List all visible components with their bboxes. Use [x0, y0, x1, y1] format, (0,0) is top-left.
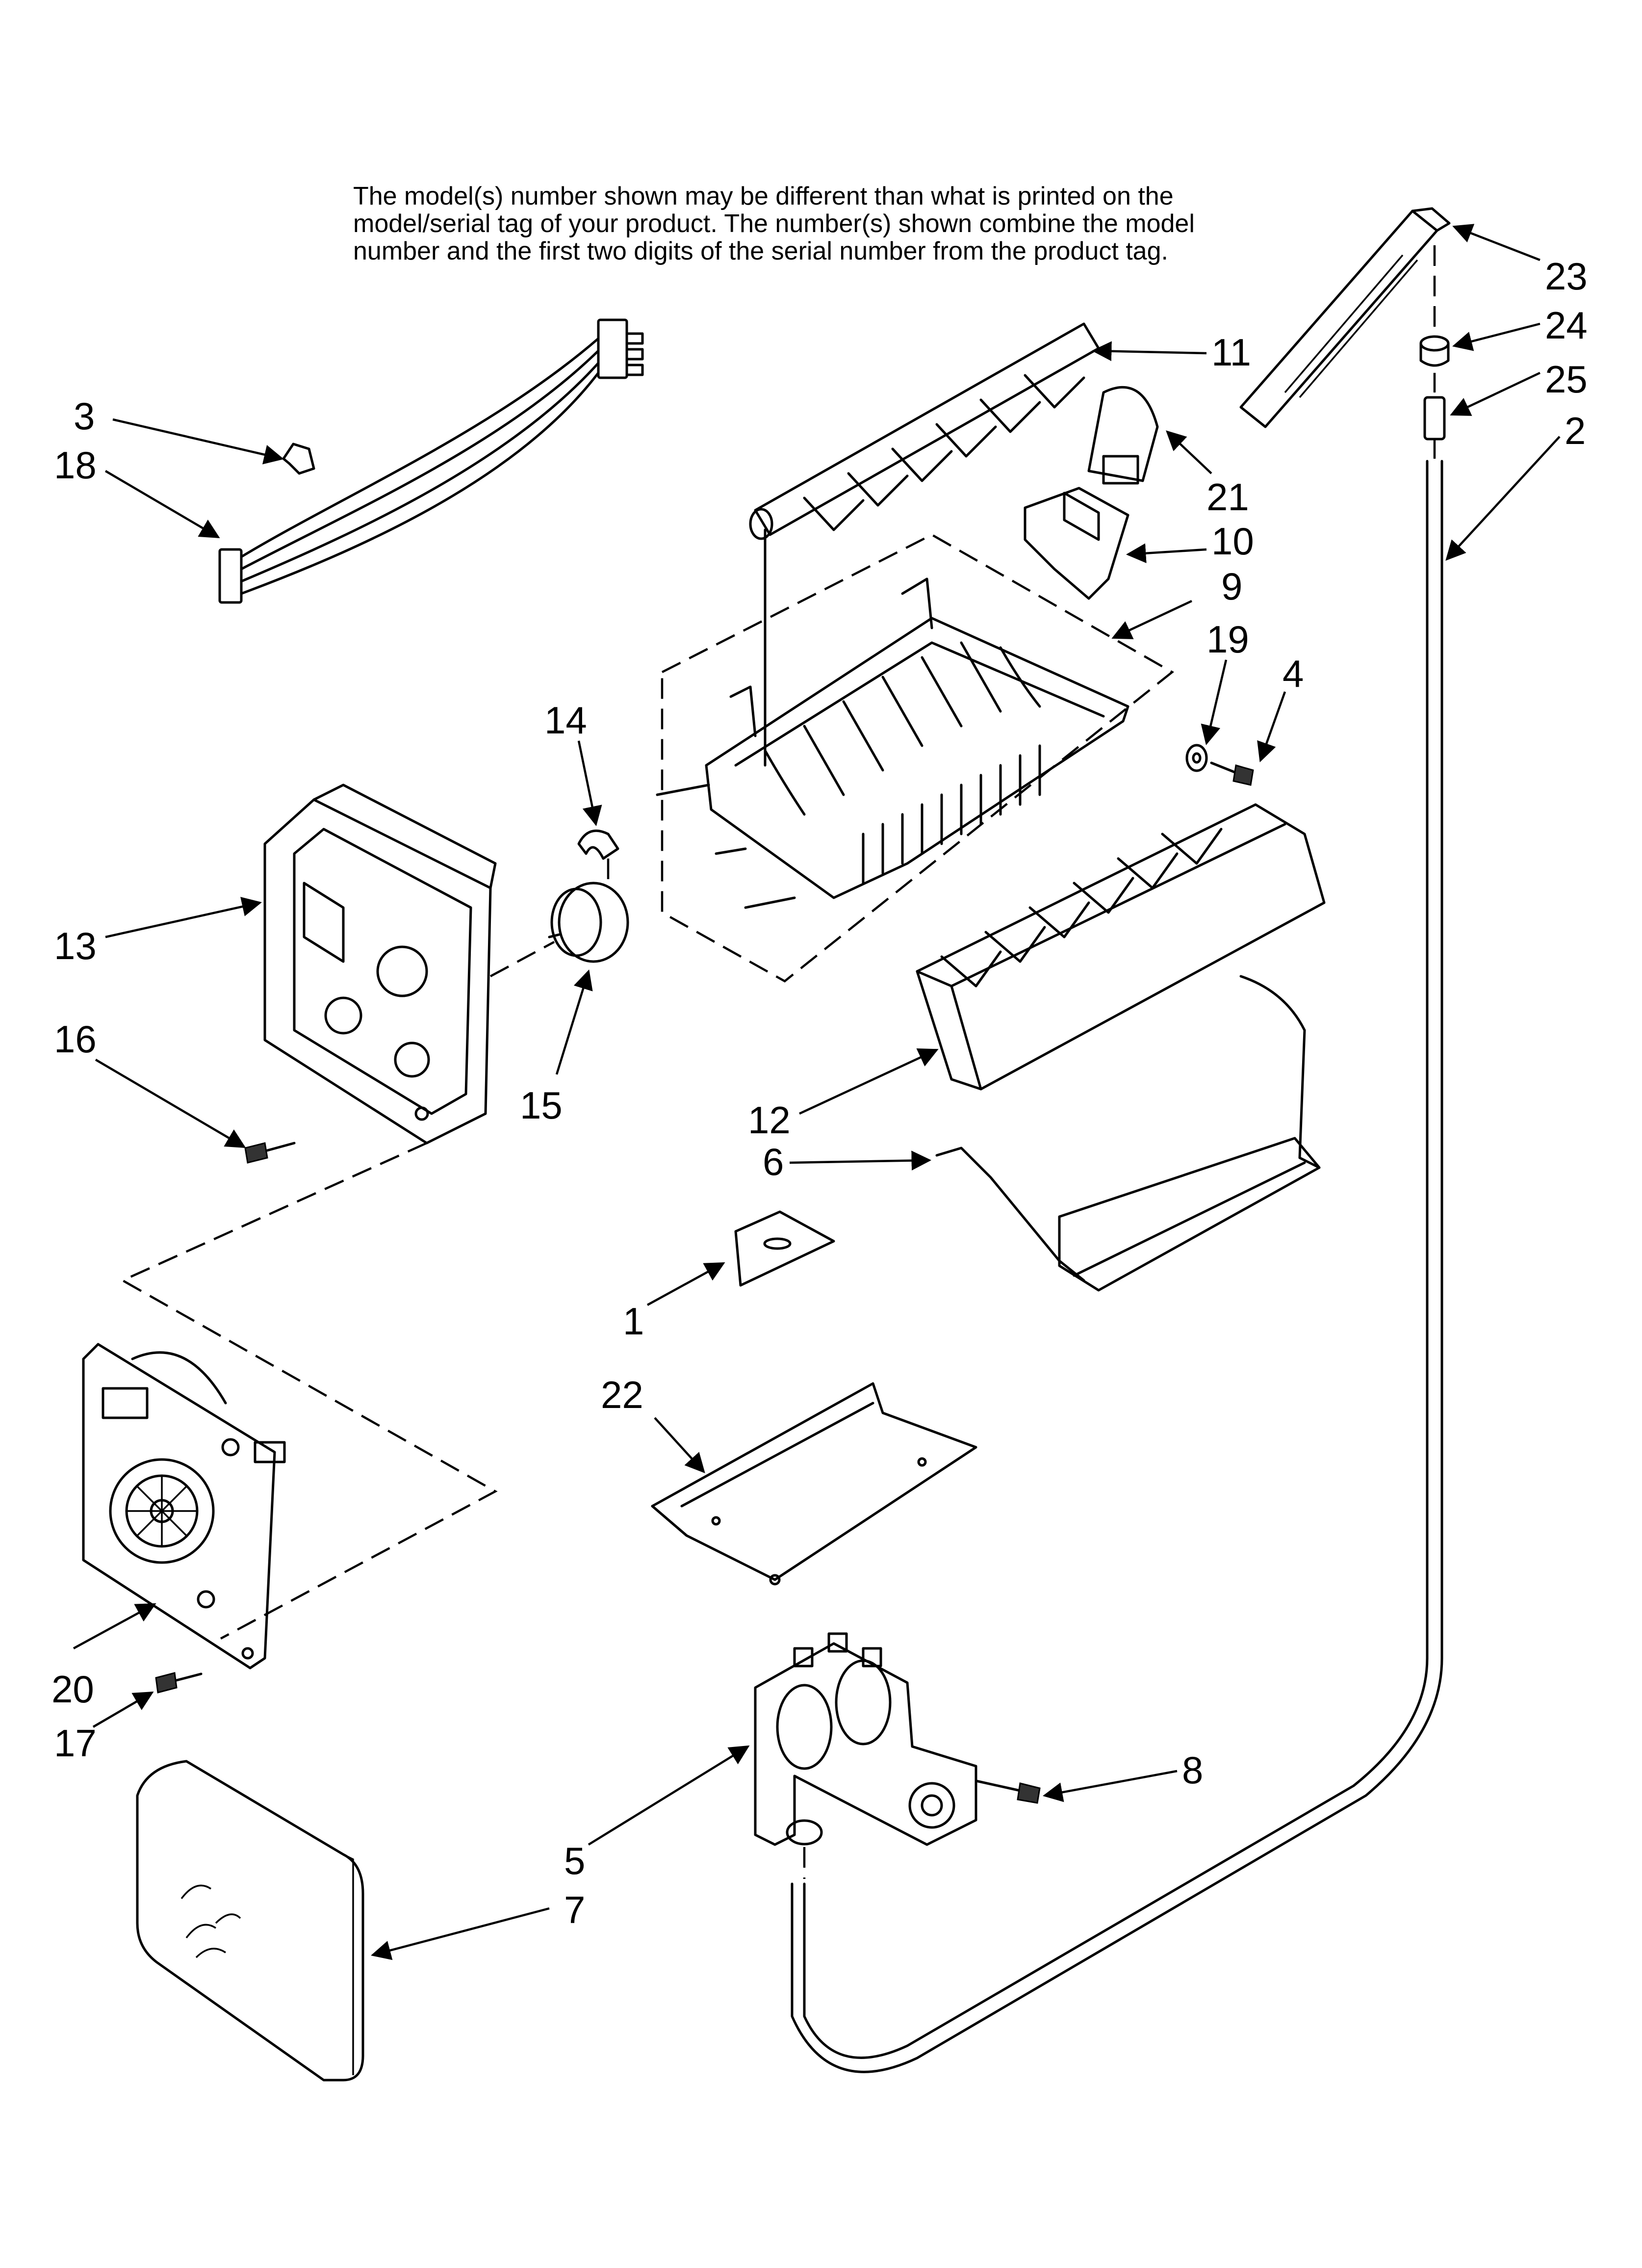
fill-tube-end-part [1239, 207, 1451, 428]
thermostat-clip-part [577, 829, 619, 860]
callout-20: 20 [51, 1668, 94, 1711]
valve-screw-part [975, 1779, 1041, 1804]
callout-19: 19 [1206, 618, 1249, 661]
leader-lines [73, 224, 1561, 1960]
callout-18: 18 [54, 443, 97, 487]
callout-24: 24 [1545, 304, 1588, 347]
callout-23: 23 [1545, 255, 1588, 298]
fill-cup-part [1024, 487, 1129, 600]
module-housing-part [263, 783, 497, 1145]
mold-dashed-outline [661, 533, 1174, 983]
washer-part [1185, 744, 1208, 772]
callout-16: 16 [54, 1017, 97, 1061]
callout-7: 7 [564, 1888, 585, 1931]
housing-screw-part [244, 1142, 296, 1164]
callout-10: 10 [1211, 520, 1254, 563]
callout-11: 11 [1211, 331, 1251, 374]
callout-4: 4 [1283, 652, 1304, 695]
housing-to-thermostat-guide [489, 941, 555, 977]
callout-3: 3 [74, 394, 95, 438]
note-line-2: model/serial tag of your product. The nu… [353, 209, 1195, 238]
callout-6: 6 [763, 1140, 784, 1183]
mold-part [656, 577, 1129, 909]
tube-clamp-part [1423, 396, 1446, 441]
ejector-part [749, 322, 1100, 540]
model-number-note: The model(s) number shown may be differe… [353, 182, 1359, 265]
stripper-part [916, 803, 1326, 1091]
water-valve-part [754, 1632, 977, 1846]
motor-module-part [82, 1343, 286, 1669]
front-cover-part [136, 1760, 364, 2082]
shutoff-arm-part [935, 975, 1321, 1292]
callout-17: 17 [54, 1721, 97, 1765]
callout-9: 9 [1221, 565, 1242, 608]
callout-25: 25 [1545, 358, 1588, 401]
callout-5: 5 [564, 1839, 585, 1882]
callout-8: 8 [1182, 1748, 1203, 1792]
note-line-3: number and the first two digits of the s… [353, 237, 1168, 265]
grommet-part [1419, 335, 1450, 367]
wire-clip-part [282, 443, 315, 475]
callout-1: 1 [623, 1300, 644, 1343]
note-line-1: The model(s) number shown may be differe… [353, 182, 1174, 210]
cam-part [1087, 386, 1159, 485]
bracket-part [734, 1210, 835, 1287]
callout-15: 15 [520, 1084, 563, 1127]
fill-tube-part [791, 460, 1443, 2073]
callout-13: 13 [54, 924, 97, 967]
callout-21: 21 [1206, 475, 1249, 519]
callout-14: 14 [544, 699, 587, 742]
callout-numbers: 3 18 11 21 10 9 19 4 14 13 15 16 12 6 1 … [51, 255, 1588, 1931]
thermostat-part [548, 882, 629, 963]
callout-22: 22 [601, 1373, 643, 1416]
module-screw-part [155, 1672, 203, 1694]
cover-plate-part [651, 1382, 977, 1586]
callout-2: 2 [1565, 409, 1586, 452]
callout-12: 12 [748, 1098, 791, 1142]
housing-to-motor-guide [120, 1142, 498, 1640]
wire-harness-part [218, 318, 644, 604]
mold-screw-part [1210, 761, 1254, 786]
